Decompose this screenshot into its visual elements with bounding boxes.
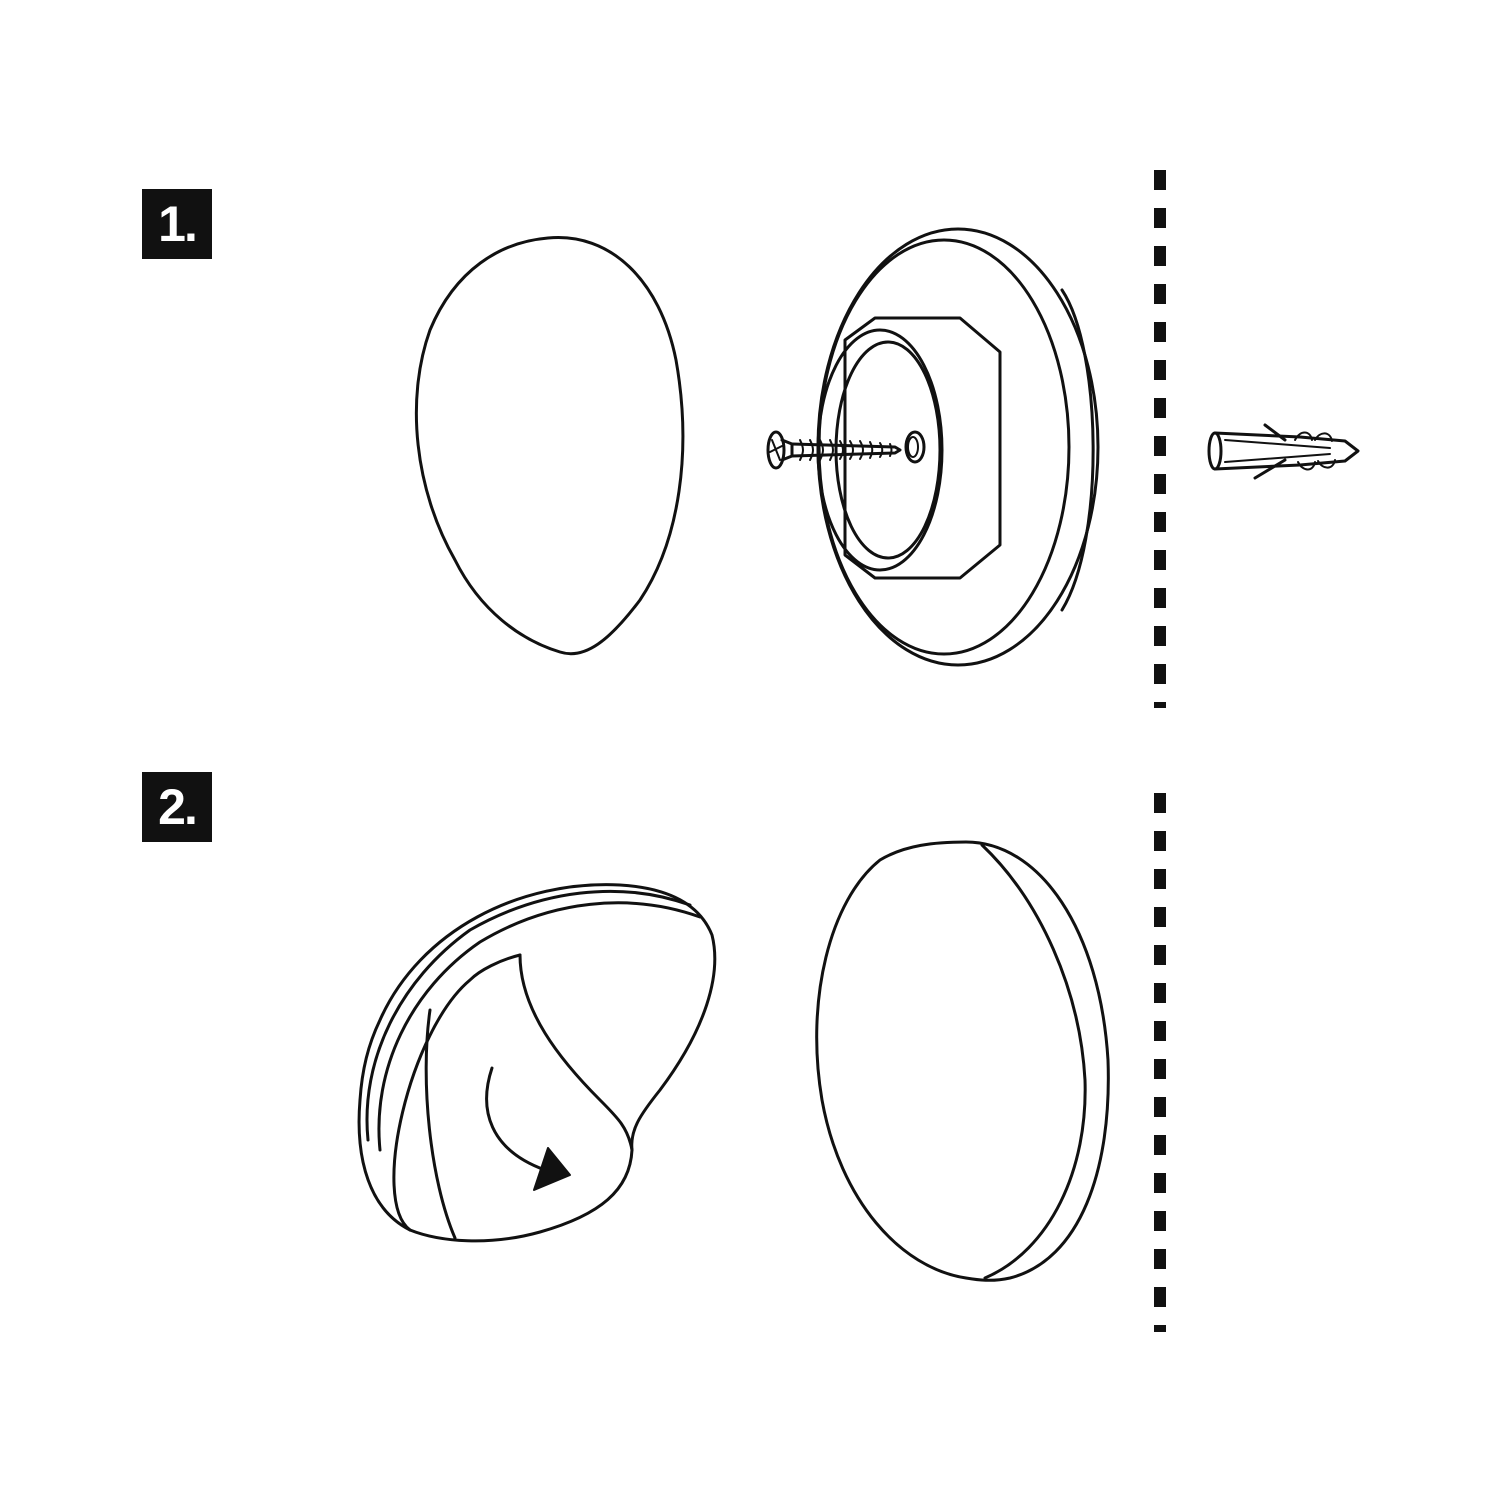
rotate-arrow-icon — [485, 1066, 571, 1191]
dome-cap-icon — [414, 236, 685, 656]
step-2-badge: 2. — [142, 772, 212, 842]
step-1-label: 1. — [158, 196, 198, 252]
screw-icon — [766, 430, 902, 470]
step-2-label: 2. — [158, 779, 198, 835]
mounted-cap-icon — [815, 840, 1110, 1282]
tilted-cap-icon — [357, 883, 717, 1243]
step-1-badge: 1. — [142, 189, 212, 259]
mounting-base-icon — [816, 227, 1100, 667]
wall-plug-icon — [1207, 423, 1360, 480]
